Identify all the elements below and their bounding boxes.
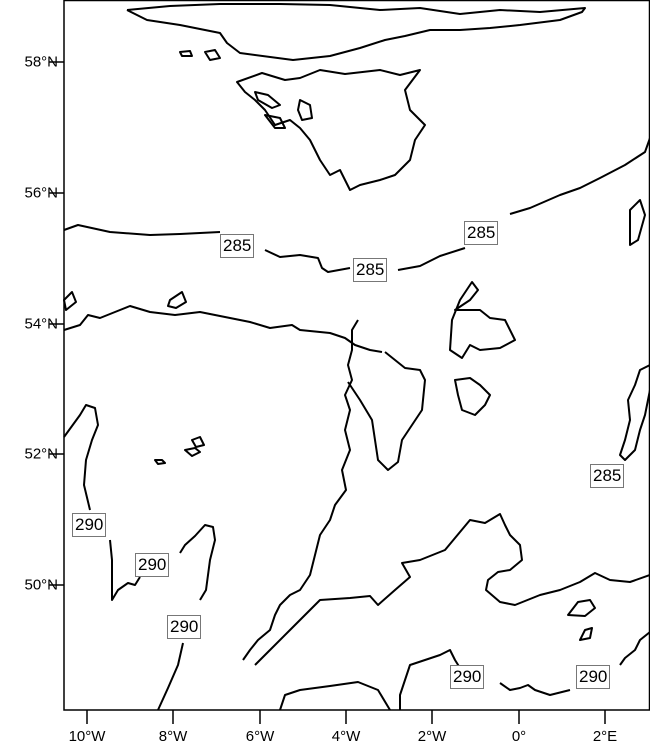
contour-line <box>179 524 216 601</box>
contour-line <box>454 377 491 416</box>
contour-label: 285 <box>590 464 625 488</box>
contour-line <box>254 91 313 129</box>
x-ticks <box>86 710 606 724</box>
contour-line <box>236 69 426 191</box>
contour-line <box>347 351 426 471</box>
x-tick-label: 10°W <box>68 728 106 745</box>
y-tick-label: 50°N <box>24 576 58 594</box>
x-tick-label: 6°W <box>245 728 275 745</box>
y-ticks <box>49 61 64 586</box>
y-tick-label: 58°N <box>24 53 58 71</box>
contour-line <box>279 681 391 711</box>
contour-line <box>399 649 461 710</box>
contour-label: 290 <box>167 615 202 639</box>
contour-line <box>179 49 221 61</box>
contour-line <box>63 291 187 311</box>
contour-line <box>63 224 221 236</box>
y-tick-label: 54°N <box>24 315 58 333</box>
contour-line <box>264 249 351 273</box>
contour-label: 290 <box>72 513 107 537</box>
contour-line <box>154 436 596 641</box>
contour-label: 290 <box>450 665 485 689</box>
x-tick-label: 4°W <box>331 728 361 745</box>
contour-line <box>509 137 650 215</box>
contour-line <box>619 631 650 666</box>
contour-line <box>157 642 184 711</box>
y-tick-label: 56°N <box>24 184 58 202</box>
contour-line <box>619 199 650 461</box>
y-tick-label: 52°N <box>24 445 58 463</box>
x-tick-label: 0° <box>511 728 527 745</box>
contour-line <box>254 513 650 666</box>
contour-label: 290 <box>576 665 611 689</box>
contour-label: 285 <box>353 258 388 282</box>
contour-line <box>397 247 466 271</box>
x-tick-label: 8°W <box>158 728 188 745</box>
contour-line <box>126 3 586 61</box>
x-tick-label: 2°W <box>417 728 447 745</box>
contour-label: 290 <box>135 553 170 577</box>
contour-line <box>242 319 359 661</box>
contour-label: 285 <box>464 221 499 245</box>
contour-line <box>63 305 383 353</box>
plot-border <box>63 0 650 711</box>
contour-lines <box>63 3 650 711</box>
contour-line <box>499 682 571 696</box>
contour-label: 285 <box>220 234 255 258</box>
contour-line <box>109 539 141 601</box>
contour-line <box>449 281 516 359</box>
x-tick-label: 2°E <box>592 728 618 745</box>
contour-line <box>63 404 99 511</box>
